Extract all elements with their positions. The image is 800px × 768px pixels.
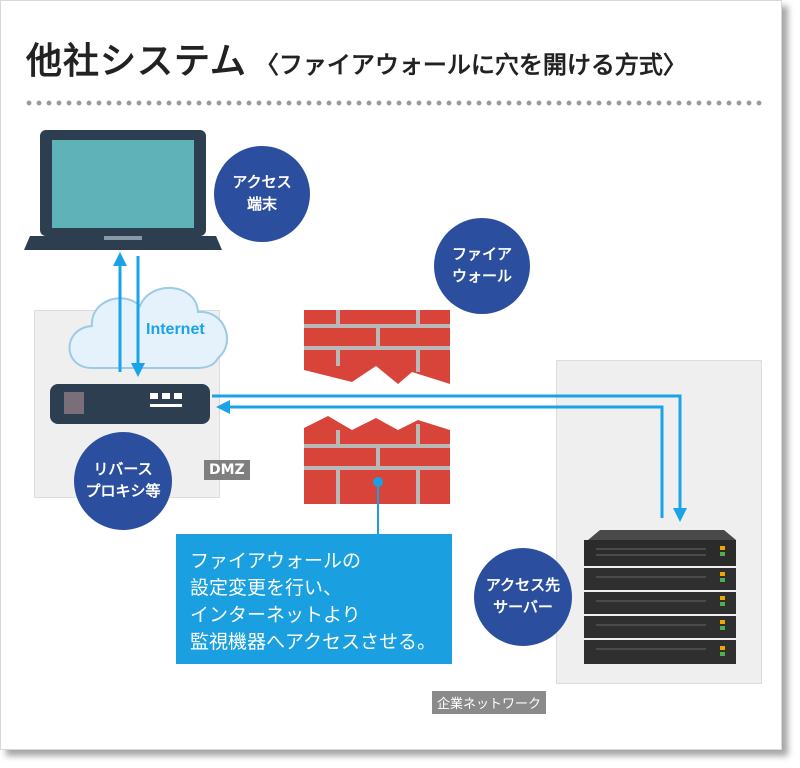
access-server-label: アクセス先 サーバー	[474, 548, 572, 646]
firewall-line-1: ファイア	[451, 245, 512, 264]
reverse-proxy-line-2: プロキシ等	[85, 482, 161, 500]
access-terminal-label: アクセス 端末	[214, 146, 310, 242]
note-line-2: 設定変更を行い、	[190, 576, 343, 599]
firewall-line-2: ウォール	[451, 267, 512, 285]
firewall-upper-wall	[304, 310, 450, 384]
dmz-tag: DMZ	[204, 460, 250, 480]
server-rack-icon	[584, 530, 736, 664]
internet-cloud-icon	[68, 286, 228, 369]
title-sub: 〈ファイアウォールに穴を開ける方式〉	[254, 51, 687, 79]
note-line-4: 監視機器へアクセスさせる。	[190, 630, 437, 653]
access-server-line-1: アクセス先	[485, 576, 561, 595]
callout-connector	[373, 477, 383, 534]
note-line-3: インターネットより	[190, 603, 361, 626]
dotted-divider	[24, 100, 762, 106]
internet-label: Internet	[146, 321, 205, 338]
firewall-label: ファイア ウォール	[434, 218, 530, 314]
laptop-icon	[24, 130, 222, 250]
note-line-1: ファイアウォールの	[190, 550, 362, 572]
title-main: 他社システム	[26, 41, 247, 82]
reverse-proxy-device	[50, 384, 210, 424]
access-server-line-2: サーバー	[493, 598, 553, 616]
access-terminal-line-2: 端末	[246, 195, 277, 213]
firewall-hole-arrows	[212, 394, 687, 522]
firewall-lower-wall	[304, 416, 450, 504]
explanation-note: ファイアウォールの 設定変更を行い、 インターネットより 監視機器へアクセスさせ…	[176, 534, 452, 664]
access-terminal-line-1: アクセス	[232, 173, 292, 192]
internet-link-arrows	[113, 252, 145, 377]
corporate-network-tag: 企業ネットワーク	[432, 691, 547, 714]
reverse-proxy-line-1: リバース	[93, 460, 153, 479]
reverse-proxy-label: リバース プロキシ等	[74, 432, 172, 530]
page-title: 他社システム〈ファイアウォールに穴を開ける方式〉	[26, 32, 687, 84]
